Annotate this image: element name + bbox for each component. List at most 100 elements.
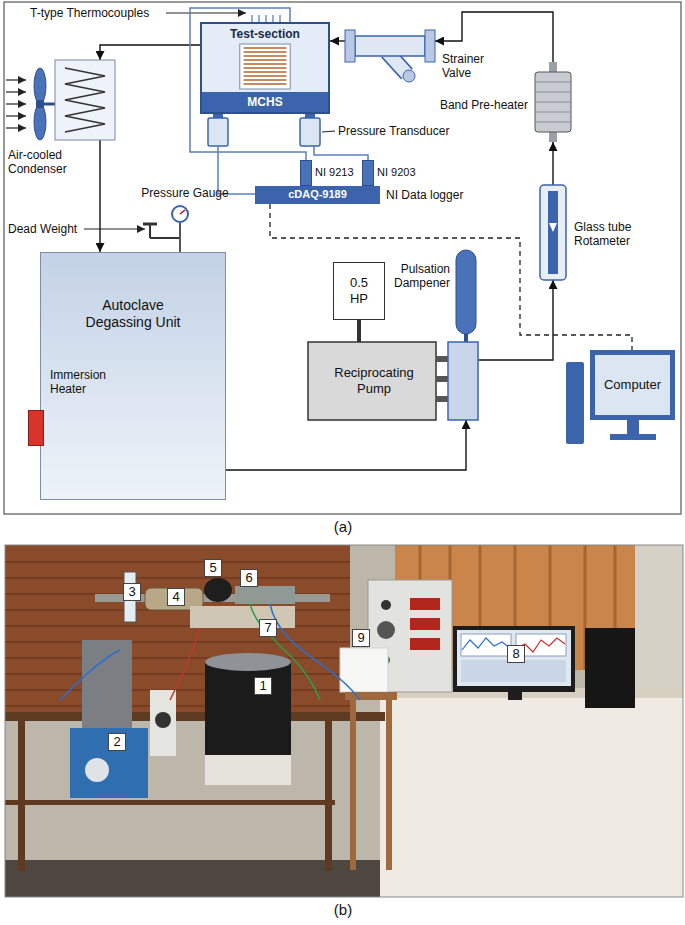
fan-symbol: [36, 100, 44, 108]
band-pre-heater: Band Pre-heater: [533, 62, 573, 142]
part-label: Strainer Valve: [442, 52, 500, 81]
reciprocating-pump-shape: [448, 342, 478, 420]
lab-photo: [205, 755, 291, 785]
lab-photo: [250, 604, 320, 700]
box-label: Computer: [604, 377, 661, 393]
lab-photo: [461, 634, 511, 656]
panel-frame: [4, 2, 681, 514]
glass-tube-rotameter-shape: [540, 185, 566, 280]
band-pre-heater-shape: [535, 122, 571, 123]
motor-box: 0.5 HP: [333, 262, 385, 320]
lab-photo: [5, 545, 683, 897]
lab-photo: [5, 625, 350, 627]
lab-photo: [235, 586, 295, 604]
immersion-heater: Immersion Heater: [28, 410, 44, 446]
gauge-pipe: [179, 223, 181, 252]
callout-number: 1: [254, 677, 271, 695]
test-section-box-shape: [244, 51, 287, 53]
lab-photo: [5, 561, 350, 563]
computer-tower: [566, 362, 584, 444]
lab-photo: [5, 641, 350, 643]
part-label: Pulsation Dampener: [386, 262, 450, 291]
panel-label: (b): [334, 901, 352, 919]
callout-number: 7: [259, 619, 276, 637]
lab-photo: [386, 700, 392, 870]
reciprocating-pump-shape: [308, 342, 478, 420]
part-label: Air-cooled Condenser: [8, 148, 88, 177]
test-section-box-shape: [244, 75, 287, 77]
flow-arrow: [100, 45, 200, 60]
lab-photo: [5, 562, 350, 706]
lab-photo: [350, 700, 356, 870]
test-section-box-shape: [244, 63, 287, 65]
lab-photo: [457, 630, 571, 686]
band-pre-heater-shape: [533, 62, 573, 142]
part-label: NI 9213: [315, 166, 354, 179]
reciprocating-pump-shape: [436, 376, 448, 382]
air-flow-arrow: [6, 80, 26, 128]
dead-weight-valve: [149, 224, 151, 238]
callout-number: 2: [108, 733, 125, 751]
io-module: NI 9213: [300, 160, 312, 186]
band-pre-heater-shape: [535, 92, 571, 93]
lab-photo: [85, 758, 109, 782]
lab-photo: [345, 692, 397, 700]
pressure-gauge-shape: [180, 210, 185, 214]
test-section-box: Test-sectionMCHS: [200, 22, 330, 114]
thermocouple-wire: [279, 15, 280, 22]
box-label: MCHS: [202, 92, 328, 112]
annotation: Dead Weight: [8, 222, 77, 236]
fan-symbol: [34, 68, 55, 140]
strainer-valve-shape: [425, 30, 435, 62]
box-label: 0.5 HP: [344, 275, 374, 306]
lab-photo: [60, 604, 360, 700]
lab-photo: [410, 598, 440, 610]
test-section-box-shape: [240, 44, 290, 89]
band-pre-heater-shape: [535, 102, 571, 103]
drive-shaft: [357, 320, 361, 342]
data-logger: cDAQ-9189NI Data logger: [255, 186, 380, 204]
strainer-valve-shape: [345, 30, 355, 62]
flow-arrow: [99, 140, 100, 252]
thermocouple-wire: [252, 15, 280, 22]
dead-weight-valve: [143, 224, 180, 238]
computer-tower: [610, 434, 656, 440]
thermocouple-wire: [251, 15, 252, 22]
pipe-connection: [464, 334, 468, 342]
leader-line: [84, 228, 145, 229]
signal-wire: [314, 146, 368, 160]
thermocouple-wire: [258, 15, 259, 22]
air-flow-arrow: [6, 79, 26, 80]
lab-photo: [325, 721, 332, 871]
reciprocating-pump-shape: [308, 342, 478, 420]
box-label: cDAQ-9189: [288, 188, 347, 201]
strainer-valve-shape: [355, 36, 425, 56]
photo-frame: [5, 545, 683, 897]
photo-frame: [5, 545, 683, 897]
test-section-box-shape: [244, 59, 287, 61]
callout-number: 4: [167, 588, 184, 606]
flow-arrow: [478, 280, 553, 360]
fan-symbol: [44, 103, 55, 106]
annotation: T-type Thermocouples: [30, 6, 149, 20]
flow-arrow: [226, 420, 466, 470]
band-pre-heater-shape: [549, 62, 557, 72]
lab-photo: [585, 628, 635, 708]
pressure-gauge-shape: [172, 206, 188, 222]
lab-photo: [5, 705, 350, 707]
dead-weight-valve: [143, 223, 157, 226]
io-module: NI 9203: [362, 160, 374, 186]
callout-number: 8: [507, 645, 524, 663]
pulsation-dampener: Pulsation Dampener: [456, 250, 476, 334]
reciprocating-pump-shape: [436, 356, 448, 362]
pulsation-dampener-shape: [456, 250, 476, 334]
lab-photo: [461, 660, 566, 682]
pressure-transducer-shape: [300, 118, 320, 146]
test-section-box-shape: [244, 47, 287, 49]
test-section-box-shape: [244, 67, 287, 69]
air-cooled-condenser-shape: [55, 60, 115, 140]
air-flow-arrow: [6, 91, 26, 92]
pulsation-dampener-shape: [456, 250, 476, 334]
thermocouple-wire: [265, 15, 266, 22]
computer-monitor: Computer: [590, 350, 675, 420]
